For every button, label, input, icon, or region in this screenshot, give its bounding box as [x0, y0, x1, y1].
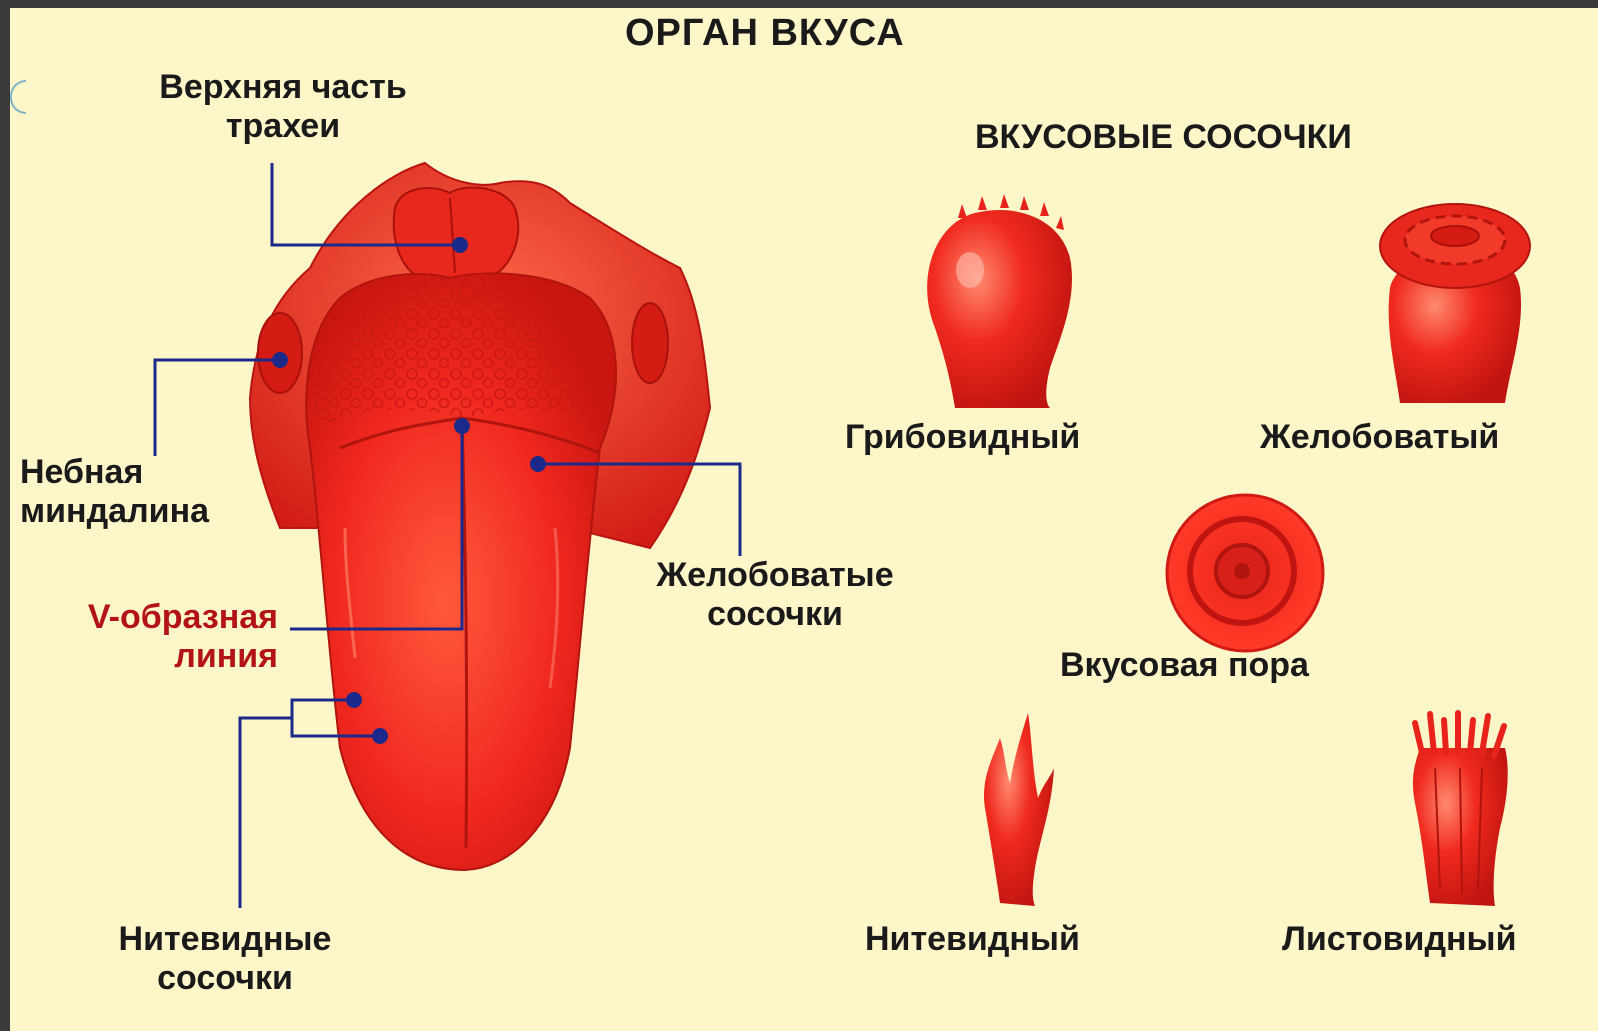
label-v-line: V-образная линия [20, 598, 278, 676]
label-tonsil: Небная миндалина [20, 453, 209, 531]
illustration [10, 8, 1598, 1031]
vallate-papilla [1380, 204, 1530, 403]
label-v-line-line1: V-образная [20, 598, 278, 637]
label-taste-pore: Вкусовая пора [1060, 646, 1309, 685]
papillae-title: ВКУСОВЫЕ СОСОЧКИ [975, 118, 1352, 157]
tongue-root-bumps [313, 273, 616, 428]
label-filiform: Нитевидный [865, 920, 1080, 959]
label-vallate-papillae-line1: Желобоватые [625, 556, 925, 595]
label-vallate-papillae-line2: сосочки [625, 595, 925, 634]
label-vallate: Желобоватый [1260, 418, 1499, 457]
right-tonsil-shape [632, 303, 668, 383]
label-filiform-papillae: Нитевидные сосочки [95, 920, 355, 998]
label-trachea-line2: трахеи [128, 107, 438, 146]
filiform-dot-2 [372, 728, 388, 744]
label-tonsil-line2: миндалина [20, 492, 209, 531]
trachea-dot [452, 237, 468, 253]
diagram-frame: ОРГАН ВКУСА ВКУСОВЫЕ СОСОЧКИ Верхняя час… [10, 8, 1598, 1031]
diagram-title: ОРГАН ВКУСА [625, 12, 905, 56]
label-filiform-papillae-line1: Нитевидные [95, 920, 355, 959]
trachea-shape [394, 188, 518, 278]
tongue-illustration [250, 163, 710, 870]
foliate-papilla [1413, 713, 1508, 906]
taste-pore [1167, 495, 1323, 651]
label-filiform-papillae-line2: сосочки [95, 959, 355, 998]
filiform-dot-1 [346, 692, 362, 708]
vallate-dot [530, 456, 546, 472]
tonsil-dot [272, 352, 288, 368]
fungiform-papilla [927, 194, 1072, 408]
label-foliate: Листовидный [1282, 920, 1517, 959]
label-trachea: Верхняя часть трахеи [128, 68, 438, 146]
label-trachea-line1: Верхняя часть [128, 68, 438, 107]
vline-dot [454, 418, 470, 434]
filiform-papilla [984, 713, 1054, 906]
label-vallate-papillae: Желобоватые сосочки [625, 556, 925, 634]
label-v-line-line2: линия [20, 637, 278, 676]
label-fungiform: Грибовидный [845, 418, 1080, 457]
label-tonsil-line1: Небная [20, 453, 209, 492]
